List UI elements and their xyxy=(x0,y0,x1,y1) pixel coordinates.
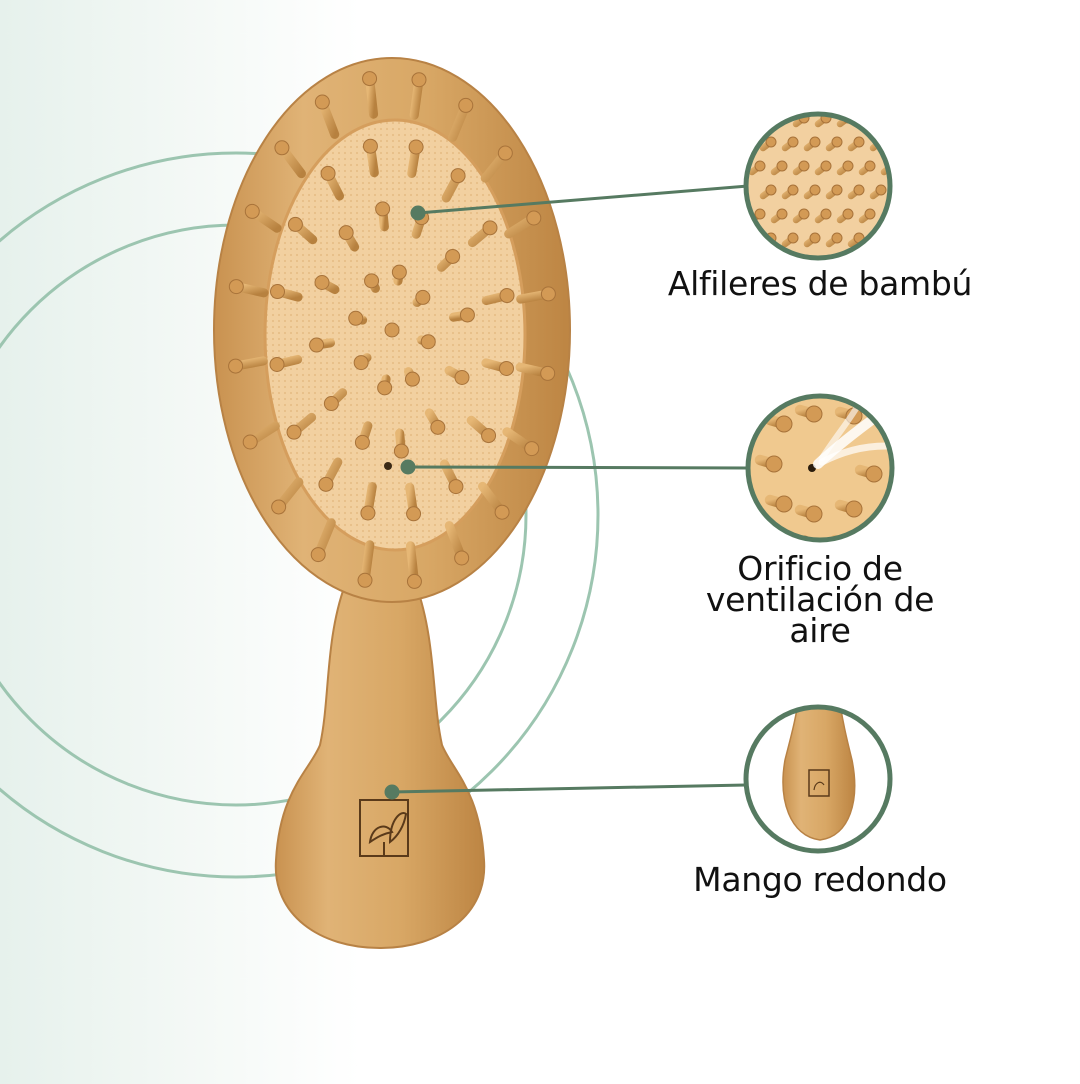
air-vent-hole-closeup-icon xyxy=(745,393,895,543)
bamboo-hairbrush-icon xyxy=(213,57,571,950)
feature-label-vent: Orificio de ventilación de aire xyxy=(705,549,935,650)
connector-pins xyxy=(417,184,749,215)
feature-label-pins: Alfileres de bambú xyxy=(667,264,973,303)
round-handle-closeup-icon xyxy=(743,704,893,854)
brush-handle xyxy=(274,584,486,950)
connector-dot-handle xyxy=(384,784,400,800)
outer-ring xyxy=(0,151,600,879)
connector-vent xyxy=(407,465,749,470)
callout-connectors xyxy=(384,184,749,800)
bamboo-pins-closeup-icon xyxy=(743,111,893,261)
leaf-logo-icon xyxy=(359,799,409,857)
bamboo-pins xyxy=(228,71,556,589)
vent-hole xyxy=(384,462,392,470)
connector-dot-pins xyxy=(410,205,426,221)
feature-label-handle: Mango redondo xyxy=(693,860,947,899)
connector-handle xyxy=(391,783,747,794)
connector-dot-vent xyxy=(400,459,416,475)
